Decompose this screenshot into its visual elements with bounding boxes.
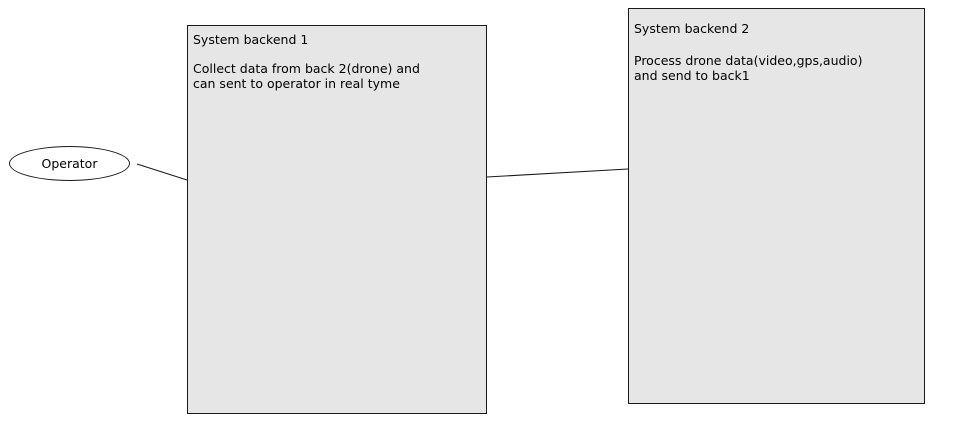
node-system-backend-2[interactable] bbox=[628, 8, 925, 404]
actor-operator-ellipse[interactable]: Operator bbox=[9, 146, 130, 181]
node-system-backend-2-body: Process drone data(video,gps,audio) and … bbox=[634, 53, 863, 83]
node-system-backend-1-body: Collect data from back 2(drone) and can … bbox=[193, 61, 420, 91]
actor-operator-label: Operator bbox=[41, 155, 98, 171]
edge-operator-to-backend1[interactable] bbox=[136, 163, 188, 181]
node-system-backend-1-title: System backend 1 bbox=[193, 32, 309, 47]
edge-backend1-to-backend2[interactable] bbox=[486, 168, 629, 178]
node-system-backend-2-title: System backend 2 bbox=[634, 21, 750, 36]
node-system-backend-1[interactable] bbox=[187, 25, 487, 414]
